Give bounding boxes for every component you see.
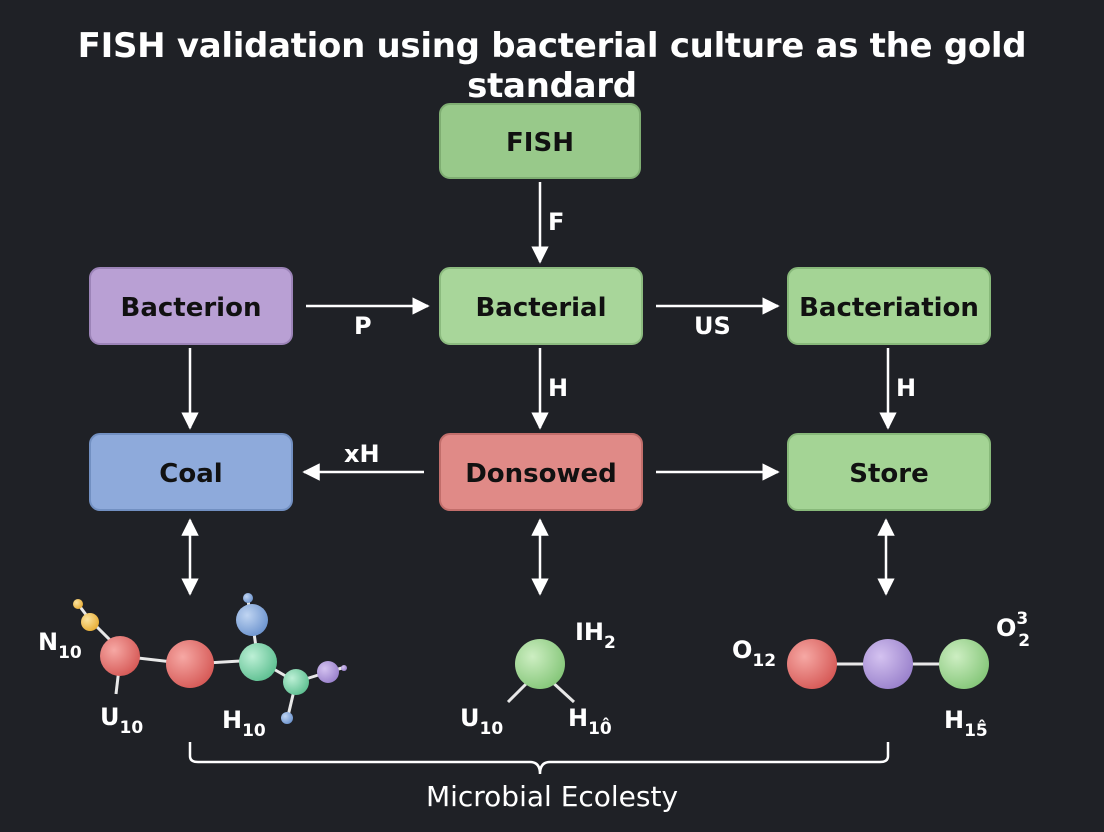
- edge-donsowed-to-coal: xH: [302, 440, 424, 481]
- node-coal-box: [89, 433, 293, 511]
- node-bacteriation-box: [787, 267, 991, 345]
- node-store-box: [787, 433, 991, 511]
- node-store: Store: [787, 433, 991, 511]
- node-bacteriation-label: Bacteriation: [799, 293, 979, 323]
- node-bacterion-label: Bacterion: [121, 293, 262, 323]
- node-bacterion: Bacterion: [89, 267, 293, 345]
- molecule-left: N10 U10 H10: [38, 593, 347, 741]
- atom-red-right: [787, 639, 837, 689]
- molecule-center: IH2 U10 H10̂: [460, 618, 616, 739]
- footer-label: Microbial Ecolesty: [425, 780, 679, 813]
- atom-green-center: [515, 639, 565, 689]
- edge-label-h-right: H: [896, 374, 916, 402]
- atom-blue-top-small: [243, 593, 253, 603]
- node-bacteriation: Bacteriation: [787, 267, 991, 345]
- diagram-title: FISH validation using bacterial culture …: [77, 26, 1027, 106]
- node-coal-label: Coal: [159, 459, 222, 489]
- atom-blue-bottom: [281, 712, 293, 724]
- edge-label-f: F: [548, 208, 564, 236]
- label-h10-center: H10̂: [568, 704, 612, 739]
- atom-teal: [239, 643, 277, 681]
- edge-bacterial-to-bacteriation: US: [656, 297, 780, 340]
- edge-fish-to-bacterial: F: [531, 182, 564, 264]
- edge-label-h-center: H: [548, 374, 568, 402]
- label-ih2: IH2: [575, 618, 616, 653]
- edge-bacteriation-to-store: H: [879, 348, 916, 430]
- node-fish: FISH: [439, 103, 641, 179]
- node-store-label: Store: [849, 459, 928, 489]
- edge-label-xh: xH: [344, 440, 380, 468]
- atom-purple-tip: [341, 665, 347, 671]
- node-fish-label: FISH: [506, 128, 574, 158]
- node-donsowed-box: [439, 433, 643, 511]
- atom-red-1: [100, 636, 140, 676]
- edge-label-p: P: [354, 312, 372, 340]
- label-u10-center: U10: [460, 704, 503, 739]
- atom-purple-small: [317, 661, 339, 683]
- node-coal: Coal: [89, 433, 293, 511]
- bottom-brace: [188, 742, 890, 775]
- node-bacterial-box: [439, 267, 643, 345]
- label-u10-left: U10: [100, 703, 143, 738]
- node-fish-box: [439, 103, 641, 179]
- edge-bacterial-to-donsowed: H: [531, 348, 568, 430]
- atom-green-right: [939, 639, 989, 689]
- atom-teal-small: [283, 669, 309, 695]
- atom-yellow: [81, 613, 99, 631]
- node-bacterial: Bacterial: [439, 267, 643, 345]
- node-bacterion-box: [89, 267, 293, 345]
- atom-yellow-small: [73, 599, 83, 609]
- node-donsowed: Donsowed: [439, 433, 643, 511]
- atom-red-2: [166, 640, 214, 688]
- node-donsowed-label: Donsowed: [465, 459, 617, 489]
- atom-purple-right: [863, 639, 913, 689]
- label-o12: O12: [732, 636, 776, 671]
- node-bacterial-label: Bacterial: [475, 293, 606, 323]
- label-h15: H15̂: [944, 706, 988, 741]
- edge-bacterion-to-bacterial: P: [306, 297, 430, 340]
- atom-blue-top: [236, 604, 268, 636]
- label-h10-left: H10: [222, 706, 266, 741]
- label-n10: N10: [38, 628, 82, 663]
- edge-label-us: US: [694, 312, 731, 340]
